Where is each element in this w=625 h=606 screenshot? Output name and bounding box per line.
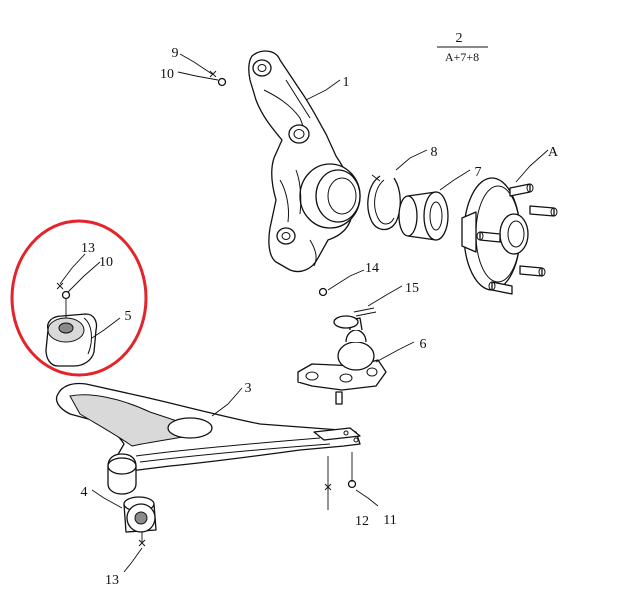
cotter-pin-part-15 xyxy=(353,307,377,317)
label-10-knuckle: 10 xyxy=(160,67,174,82)
label-11: 11 xyxy=(383,513,396,528)
leader-lines xyxy=(59,53,549,573)
assembly-note: 2 A+7+8 xyxy=(437,31,488,64)
label-12: 12 xyxy=(355,514,369,529)
label-3: 3 xyxy=(245,381,252,396)
assembly-note-formula: A+7+8 xyxy=(445,50,479,64)
label-14: 14 xyxy=(365,261,379,276)
label-5: 5 xyxy=(125,309,132,324)
assembly-note-number: 2 xyxy=(456,31,463,46)
label-15: 15 xyxy=(405,281,419,296)
washer-10-circle-upper xyxy=(61,290,71,300)
label-7: 7 xyxy=(475,165,482,180)
label-A: A xyxy=(548,145,559,160)
washer-10-circle xyxy=(217,77,227,87)
lower-control-arm-part-3 xyxy=(55,382,361,495)
label-4: 4 xyxy=(81,485,88,500)
snap-ring-part-8 xyxy=(367,174,401,231)
label-8: 8 xyxy=(431,145,438,160)
bolt-9-cross xyxy=(209,70,217,78)
highlight-circle xyxy=(10,219,148,377)
bushing-part-4 xyxy=(123,496,157,533)
wheel-studs xyxy=(476,183,558,295)
nut-part-14 xyxy=(318,287,328,297)
label-6: 6 xyxy=(420,337,427,352)
wheel-hub-part-A xyxy=(461,177,558,295)
label-9: 9 xyxy=(172,46,179,61)
label-10-upper: 10 xyxy=(99,255,113,270)
ball-joint-part-6 xyxy=(297,315,387,405)
part-number-labels: 9 10 1 8 7 A 14 15 6 3 13 10 5 4 12 11 1… xyxy=(81,46,559,588)
fastener-symbols xyxy=(56,70,357,547)
steering-knuckle-part-1 xyxy=(248,50,361,273)
bushing-part-5 xyxy=(45,313,98,367)
label-1: 1 xyxy=(343,75,350,90)
bolt-13-cross-upper xyxy=(56,282,64,290)
wheel-bearing-part-7 xyxy=(398,191,449,241)
label-13-lower: 13 xyxy=(105,573,119,588)
label-13-upper: 13 xyxy=(81,241,95,256)
bolt-13-cross-lower xyxy=(138,539,146,547)
